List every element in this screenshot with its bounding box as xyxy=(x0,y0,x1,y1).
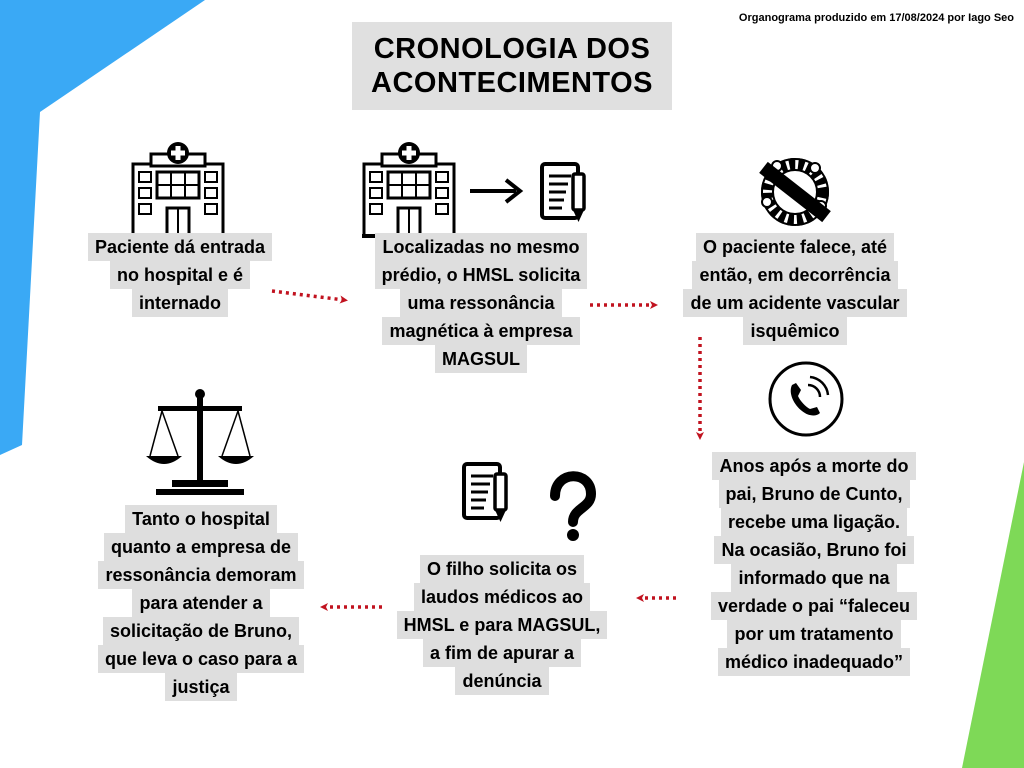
text-line: prédio, o HMSL solicita xyxy=(374,261,588,289)
scales-of-justice-icon xyxy=(146,389,254,495)
text-line: MAGSUL xyxy=(435,345,527,373)
text-line: para atender a xyxy=(132,589,270,617)
text-line: internado xyxy=(131,289,228,317)
step-5-text: O filho solicita os laudos médicos ao HM… xyxy=(360,555,644,695)
text-line: Anos após a morte do xyxy=(712,452,916,480)
corner-decoration-blue xyxy=(0,0,205,455)
text-line: ressonância demoram xyxy=(98,561,304,589)
step-3-text: O paciente falece, até então, em decorrê… xyxy=(652,233,938,345)
text-line: O filho solicita os xyxy=(419,555,585,583)
phone-call-icon xyxy=(768,361,844,437)
text-line: a fim de apurar a xyxy=(422,639,582,667)
text-line: por um tratamento xyxy=(727,620,901,648)
text-line: denúncia xyxy=(455,667,549,695)
step-6-text: Tanto o hospital quanto a empresa de res… xyxy=(56,505,346,701)
text-line: solicitação de Bruno, xyxy=(102,617,300,645)
hospital-icon xyxy=(129,140,227,238)
text-line: laudos médicos ao xyxy=(413,583,591,611)
text-line: que leva o caso para a xyxy=(97,645,305,673)
text-line: magnética à empresa xyxy=(382,317,580,345)
text-line: verdade o pai “faleceu xyxy=(710,592,918,620)
text-line: Paciente dá entrada xyxy=(87,233,273,261)
text-line: no hospital e é xyxy=(109,261,251,289)
question-mark-icon xyxy=(550,471,597,541)
hospital-icon xyxy=(360,140,458,238)
text-line: isquêmico xyxy=(743,317,847,345)
text-line: uma ressonância xyxy=(400,289,562,317)
text-line: Localizadas no mesmo xyxy=(375,233,587,261)
credit-note: Organograma produzido em 17/08/2024 por … xyxy=(738,12,1014,24)
text-line: HMSL e para MAGSUL, xyxy=(396,611,608,639)
text-line: Tanto o hospital xyxy=(125,505,277,533)
document-pen-icon xyxy=(540,162,586,224)
text-line: então, em decorrência xyxy=(692,261,898,289)
text-line: informado que na xyxy=(731,564,897,592)
text-line: quanto a empresa de xyxy=(103,533,299,561)
corner-decoration-green xyxy=(962,462,1024,768)
title-line-1: CRONOLOGIA DOS xyxy=(373,33,651,65)
text-line: Na ocasião, Bruno foi xyxy=(714,536,914,564)
text-line: recebe uma ligação. xyxy=(720,508,908,536)
text-line: O paciente falece, até xyxy=(695,233,895,261)
connector-arrow xyxy=(271,289,348,304)
arrow-right-icon xyxy=(470,178,524,204)
step-1-text: Paciente dá entrada no hospital e é inte… xyxy=(60,233,300,317)
page-title: CRONOLOGIA DOS ACONTECIMENTOS xyxy=(352,22,672,110)
step-4-text: Anos após a morte do pai, Bruno de Cunto… xyxy=(674,452,954,676)
title-line-2: ACONTECIMENTOS xyxy=(371,67,653,99)
text-line: médico inadequado” xyxy=(717,648,911,676)
text-line: justiça xyxy=(165,673,237,701)
step-2-text: Localizadas no mesmo prédio, o HMSL soli… xyxy=(350,233,612,373)
text-line: pai, Bruno de Cunto, xyxy=(718,480,910,508)
document-pen-icon xyxy=(462,462,508,524)
text-line: de um acidente vascular xyxy=(683,289,907,317)
funeral-wreath-icon xyxy=(759,158,831,226)
